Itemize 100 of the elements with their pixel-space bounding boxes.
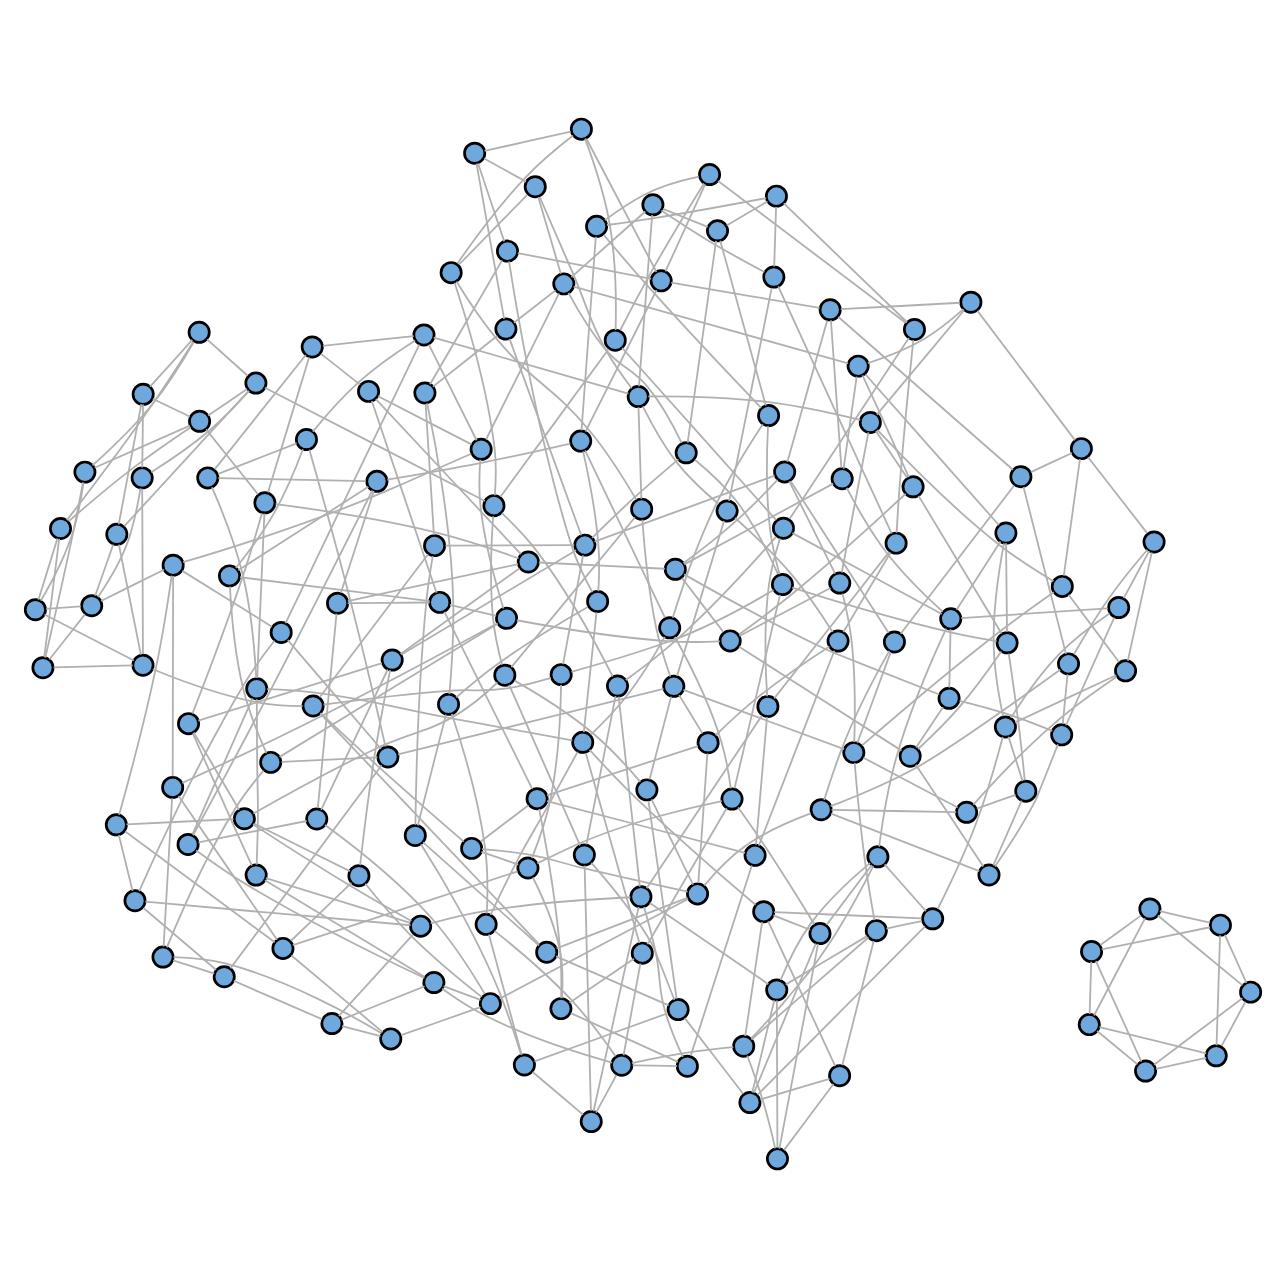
connector [321, 334, 415, 346]
node-circle [412, 322, 436, 346]
connector [789, 479, 890, 633]
connector [595, 1073, 618, 1113]
connector [660, 208, 766, 272]
connector [217, 476, 367, 481]
node-circle [326, 590, 350, 614]
node-circle [828, 570, 852, 594]
connector [538, 807, 563, 999]
node-circle [606, 673, 629, 697]
connector [274, 502, 520, 559]
node-circle [1050, 573, 1074, 597]
connector [485, 291, 560, 440]
connector [773, 205, 777, 267]
node-circle [572, 842, 596, 866]
connector [1220, 999, 1247, 1046]
connector [536, 799, 723, 864]
connector [118, 573, 173, 815]
node-circle [757, 403, 781, 427]
node-circle [864, 918, 888, 942]
connector [124, 829, 276, 943]
connector [217, 441, 298, 474]
node-circle [586, 589, 610, 612]
node-circle [770, 572, 794, 596]
node-circle [549, 996, 573, 1020]
connector [142, 906, 217, 970]
node-circle [535, 939, 559, 963]
connector [646, 806, 728, 945]
node-circle [294, 427, 318, 451]
connector [532, 875, 564, 998]
connector [1067, 592, 1120, 662]
connector [397, 687, 665, 755]
node-circle [1077, 1012, 1101, 1036]
node-circle [585, 213, 609, 237]
node-circle [1134, 1058, 1158, 1082]
connector [37, 536, 59, 600]
connector [840, 430, 870, 573]
connector [1153, 996, 1244, 1065]
connector [234, 447, 304, 568]
connector [606, 196, 768, 225]
node-circle [218, 563, 241, 587]
node-circle [573, 532, 597, 556]
connector [917, 649, 1003, 749]
node-circle [921, 906, 945, 930]
node-circle [674, 440, 698, 464]
connector [829, 667, 1062, 807]
connector [683, 572, 941, 695]
connector [232, 979, 323, 1020]
connector [429, 258, 503, 385]
connector [1087, 455, 1149, 533]
node-circle [523, 174, 547, 198]
connector [861, 373, 910, 478]
connector [948, 627, 952, 688]
connector [456, 133, 574, 264]
connector [584, 288, 658, 432]
connector [584, 136, 617, 330]
connector [823, 648, 891, 800]
connector [284, 342, 421, 624]
connector [422, 840, 540, 946]
node-circle [460, 835, 484, 859]
node-circle [828, 1063, 852, 1087]
connector [862, 755, 959, 808]
connector [750, 864, 875, 1039]
connector [66, 339, 195, 521]
node-circle [959, 289, 983, 313]
connector [449, 602, 498, 616]
connector [686, 239, 717, 443]
connector [427, 342, 478, 441]
node-circle [808, 921, 832, 945]
connector [778, 942, 819, 1149]
node-circle [474, 911, 498, 935]
node-circle [478, 991, 502, 1015]
connector [508, 259, 594, 593]
node-circle [882, 629, 906, 653]
node-circle [1142, 529, 1166, 553]
node-circle [1204, 1043, 1228, 1067]
connector [213, 353, 307, 470]
connector [324, 823, 486, 994]
connector [400, 1005, 482, 1036]
connector [191, 696, 254, 835]
node-circle [131, 381, 155, 405]
node-circle [245, 676, 269, 700]
node-circle [715, 498, 739, 522]
node-circle [1208, 912, 1232, 936]
connector [767, 919, 837, 1067]
connector [830, 318, 843, 468]
connector [592, 905, 640, 1112]
connector [582, 610, 598, 733]
node-circle [696, 730, 720, 754]
connector [876, 308, 966, 415]
node-circle [516, 855, 540, 879]
connector [642, 404, 720, 504]
connector [195, 848, 426, 978]
connector [676, 519, 725, 676]
node-circle [977, 862, 1001, 886]
connector [899, 483, 1015, 634]
node-circle [439, 260, 463, 284]
connector [44, 480, 84, 658]
node-circle [765, 977, 789, 1001]
connector [755, 715, 768, 845]
